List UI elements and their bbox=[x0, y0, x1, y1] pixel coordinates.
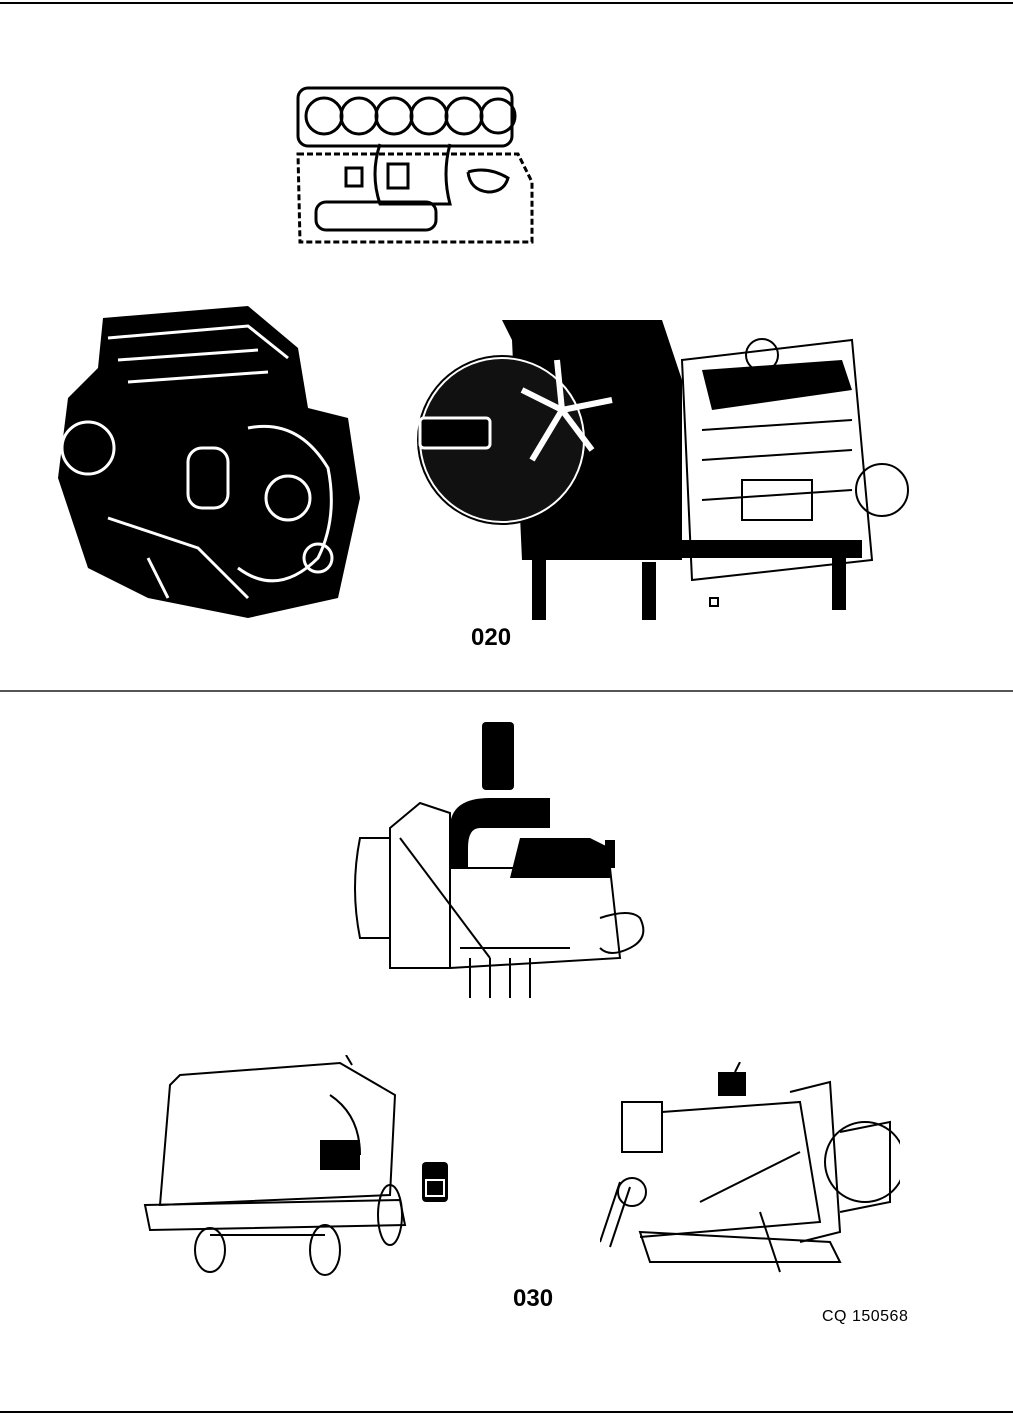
figure-caption-030: 030 bbox=[513, 1285, 553, 1313]
engine-short-block-icon bbox=[48, 298, 368, 623]
bottom-rule bbox=[0, 1411, 1013, 1413]
gasket-set-icon bbox=[288, 82, 538, 250]
document-reference-code: CQ 150568 bbox=[822, 1308, 908, 1326]
skid-mounted-engine-icon bbox=[600, 1062, 900, 1280]
section-divider bbox=[0, 690, 1013, 692]
figure-caption-020: 020 bbox=[471, 624, 511, 652]
filter-icon bbox=[420, 1160, 450, 1205]
generator-trailer-icon bbox=[140, 1055, 415, 1280]
engine-side-view-icon bbox=[350, 718, 650, 1003]
engine-power-unit-icon bbox=[412, 300, 922, 620]
top-rule bbox=[0, 2, 1013, 4]
